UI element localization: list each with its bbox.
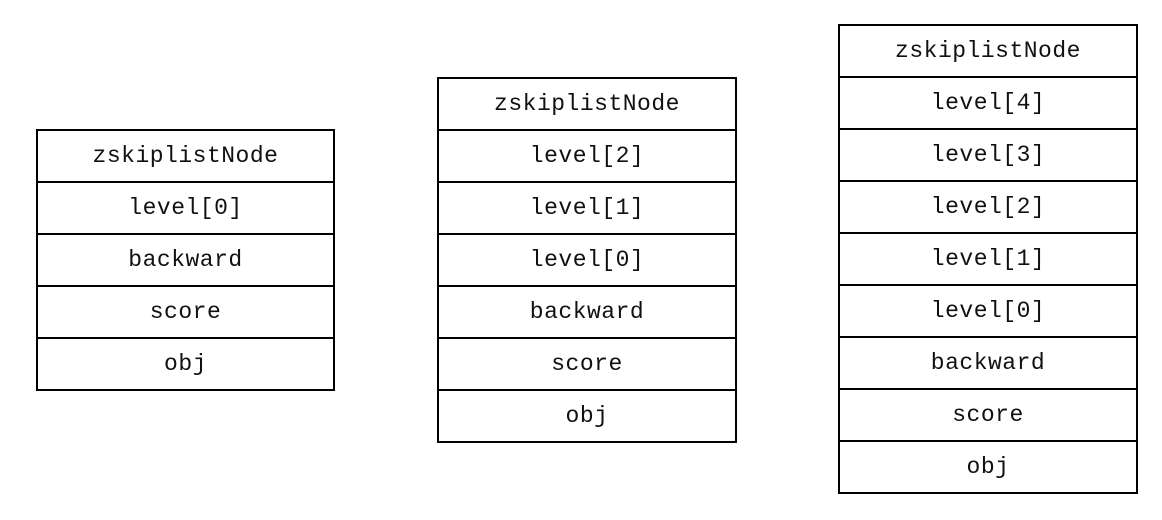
obj-field: obj: [164, 351, 207, 377]
backward-field: backward: [439, 287, 735, 339]
level-field: level[4]: [840, 78, 1136, 130]
backward-field: backward: [38, 235, 333, 287]
node-header: zskiplistNode: [38, 131, 333, 183]
level-field: level[1]: [439, 183, 735, 235]
zskiplistnode-box-3-levels: zskiplistNode level[2] level[1] level[0]…: [437, 77, 737, 443]
node-header: zskiplistNode: [439, 79, 735, 131]
level-field: level[2]: [439, 131, 735, 183]
level-field: level[0]: [439, 235, 735, 287]
level-field: level[3]: [840, 130, 1136, 182]
level-field: level[1]: [840, 234, 1136, 286]
node-header: zskiplistNode: [840, 26, 1136, 78]
score-field: score: [38, 287, 333, 339]
score-field: score: [840, 390, 1136, 442]
score-field: score: [439, 339, 735, 391]
obj-field: obj: [966, 454, 1010, 480]
level-field: level[0]: [840, 286, 1136, 338]
zskiplistnode-box-5-levels: zskiplistNode level[4] level[3] level[2]…: [838, 24, 1138, 494]
obj-field: obj: [565, 403, 609, 429]
zskiplistnode-box-1-level: zskiplistNode level[0] backward score ob…: [36, 129, 335, 391]
backward-field: backward: [840, 338, 1136, 390]
level-field: level[2]: [840, 182, 1136, 234]
level-field: level[0]: [38, 183, 333, 235]
